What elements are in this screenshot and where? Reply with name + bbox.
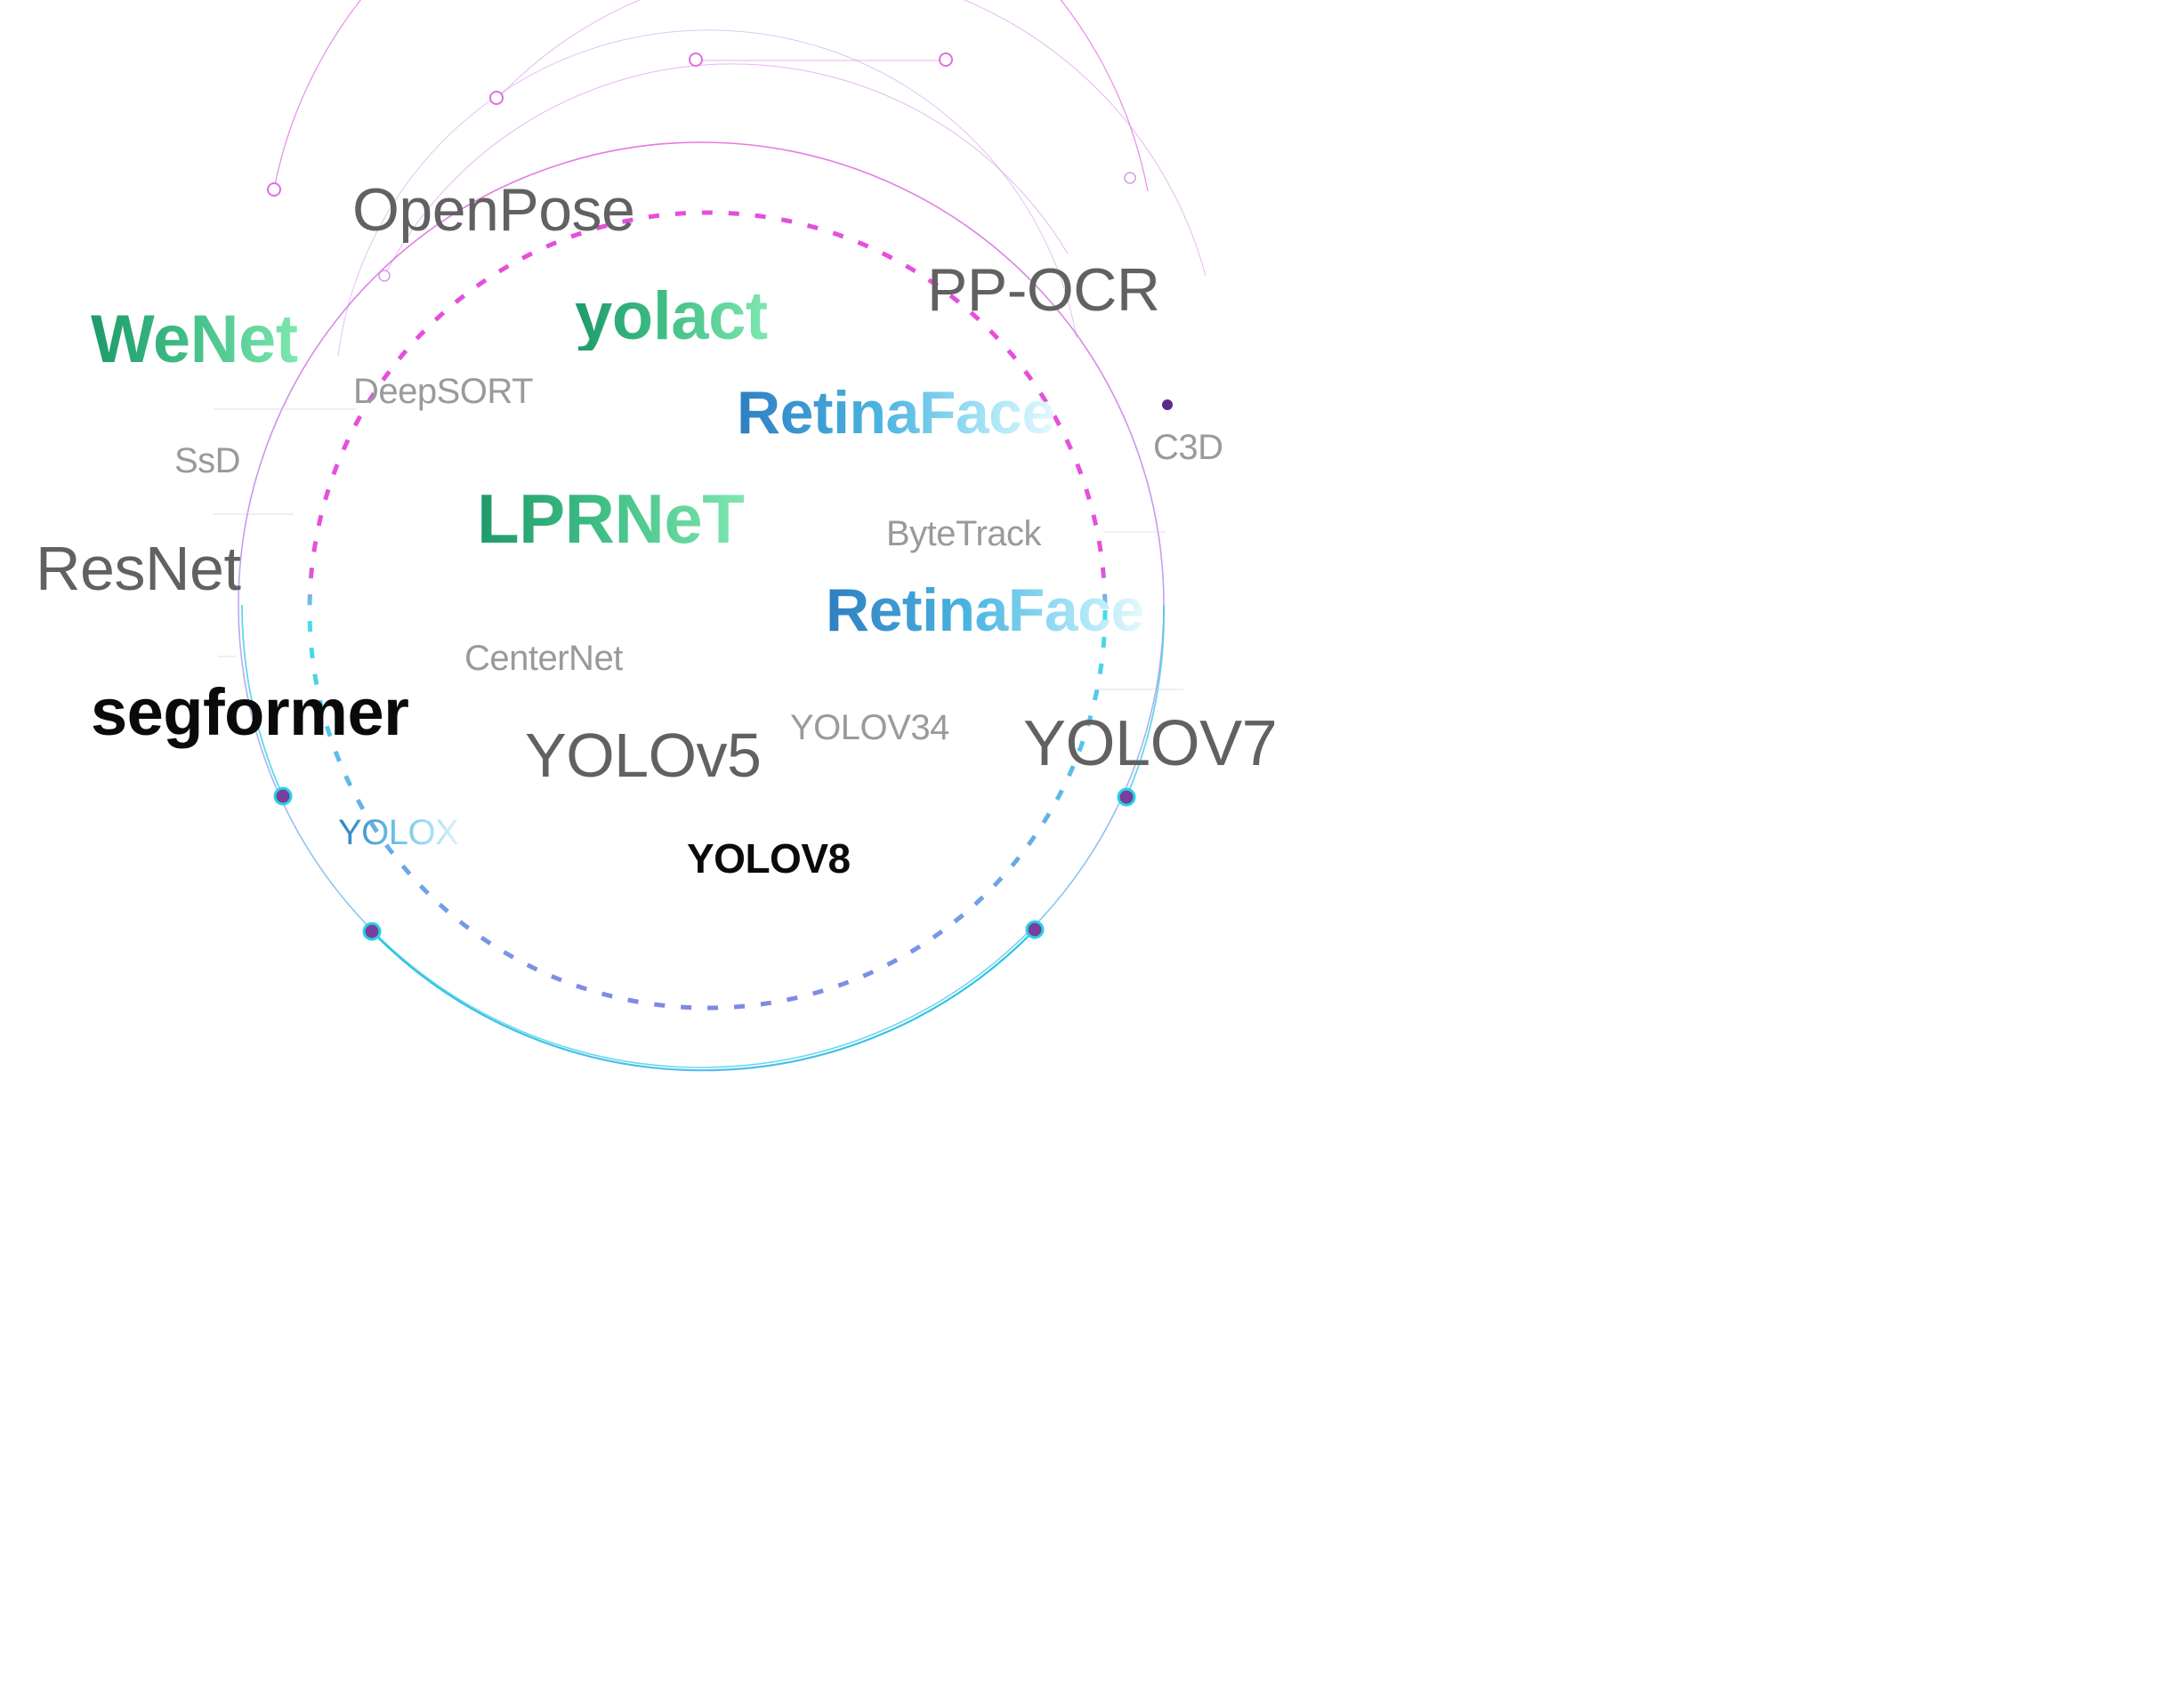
circular-orbit-decoration [214,0,1207,1072]
word-lprnet: LPRNeT [477,479,745,558]
outer-arc-2 [497,0,1207,277]
word-bytetrack: ByteTrack [886,514,1042,553]
word-segformer: segformer [91,675,409,749]
node-ring [1124,172,1136,184]
word-deepsort: DeepSORT [353,372,534,411]
word-yolov7: YOLOV7 [1023,708,1278,779]
word-openpose: OpenPose [352,176,635,244]
word-yolov34: YOLOV34 [790,708,949,747]
right-lower-arc [1126,604,1165,798]
bottom-arc [371,929,1036,1072]
outer-arc-4 [383,63,1069,277]
node-dot [1025,920,1045,939]
model-word-cloud: OpenPose PP-OCR WeNet yolact DeepSORT Re… [0,0,1382,1087]
word-pp-ocr: PP-OCR [927,256,1160,324]
word-yolox: YOLOX [338,813,459,852]
word-yolact: yolact [575,278,768,354]
word-yolov8: YOLOV8 [687,835,851,882]
word-ssd: SsD [174,441,241,480]
word-c3d: C3D [1153,428,1223,467]
node-ring [489,91,504,105]
outer-arc-top [273,0,1149,192]
outer-arc-5 [337,29,1077,357]
node-ring [939,52,953,67]
word-yolov5: YOLOv5 [525,721,762,790]
word-wenet: WeNet [91,302,298,377]
node-dot [1162,399,1173,410]
word-centernet: CenterNet [464,639,623,678]
node-ring [378,270,391,282]
node-ring [689,52,703,67]
node-ring [267,182,281,197]
word-resnet: ResNet [36,534,241,603]
word-retinaface-top: RetinaFace [737,379,1055,447]
node-dot [1117,787,1136,807]
left-lower-arc [241,604,284,797]
dashed-ring [307,210,1108,1011]
node-dot [362,922,382,941]
faint-ticks [214,408,1183,690]
node-dot [273,786,293,806]
word-retinaface-bottom: RetinaFace [826,576,1144,644]
